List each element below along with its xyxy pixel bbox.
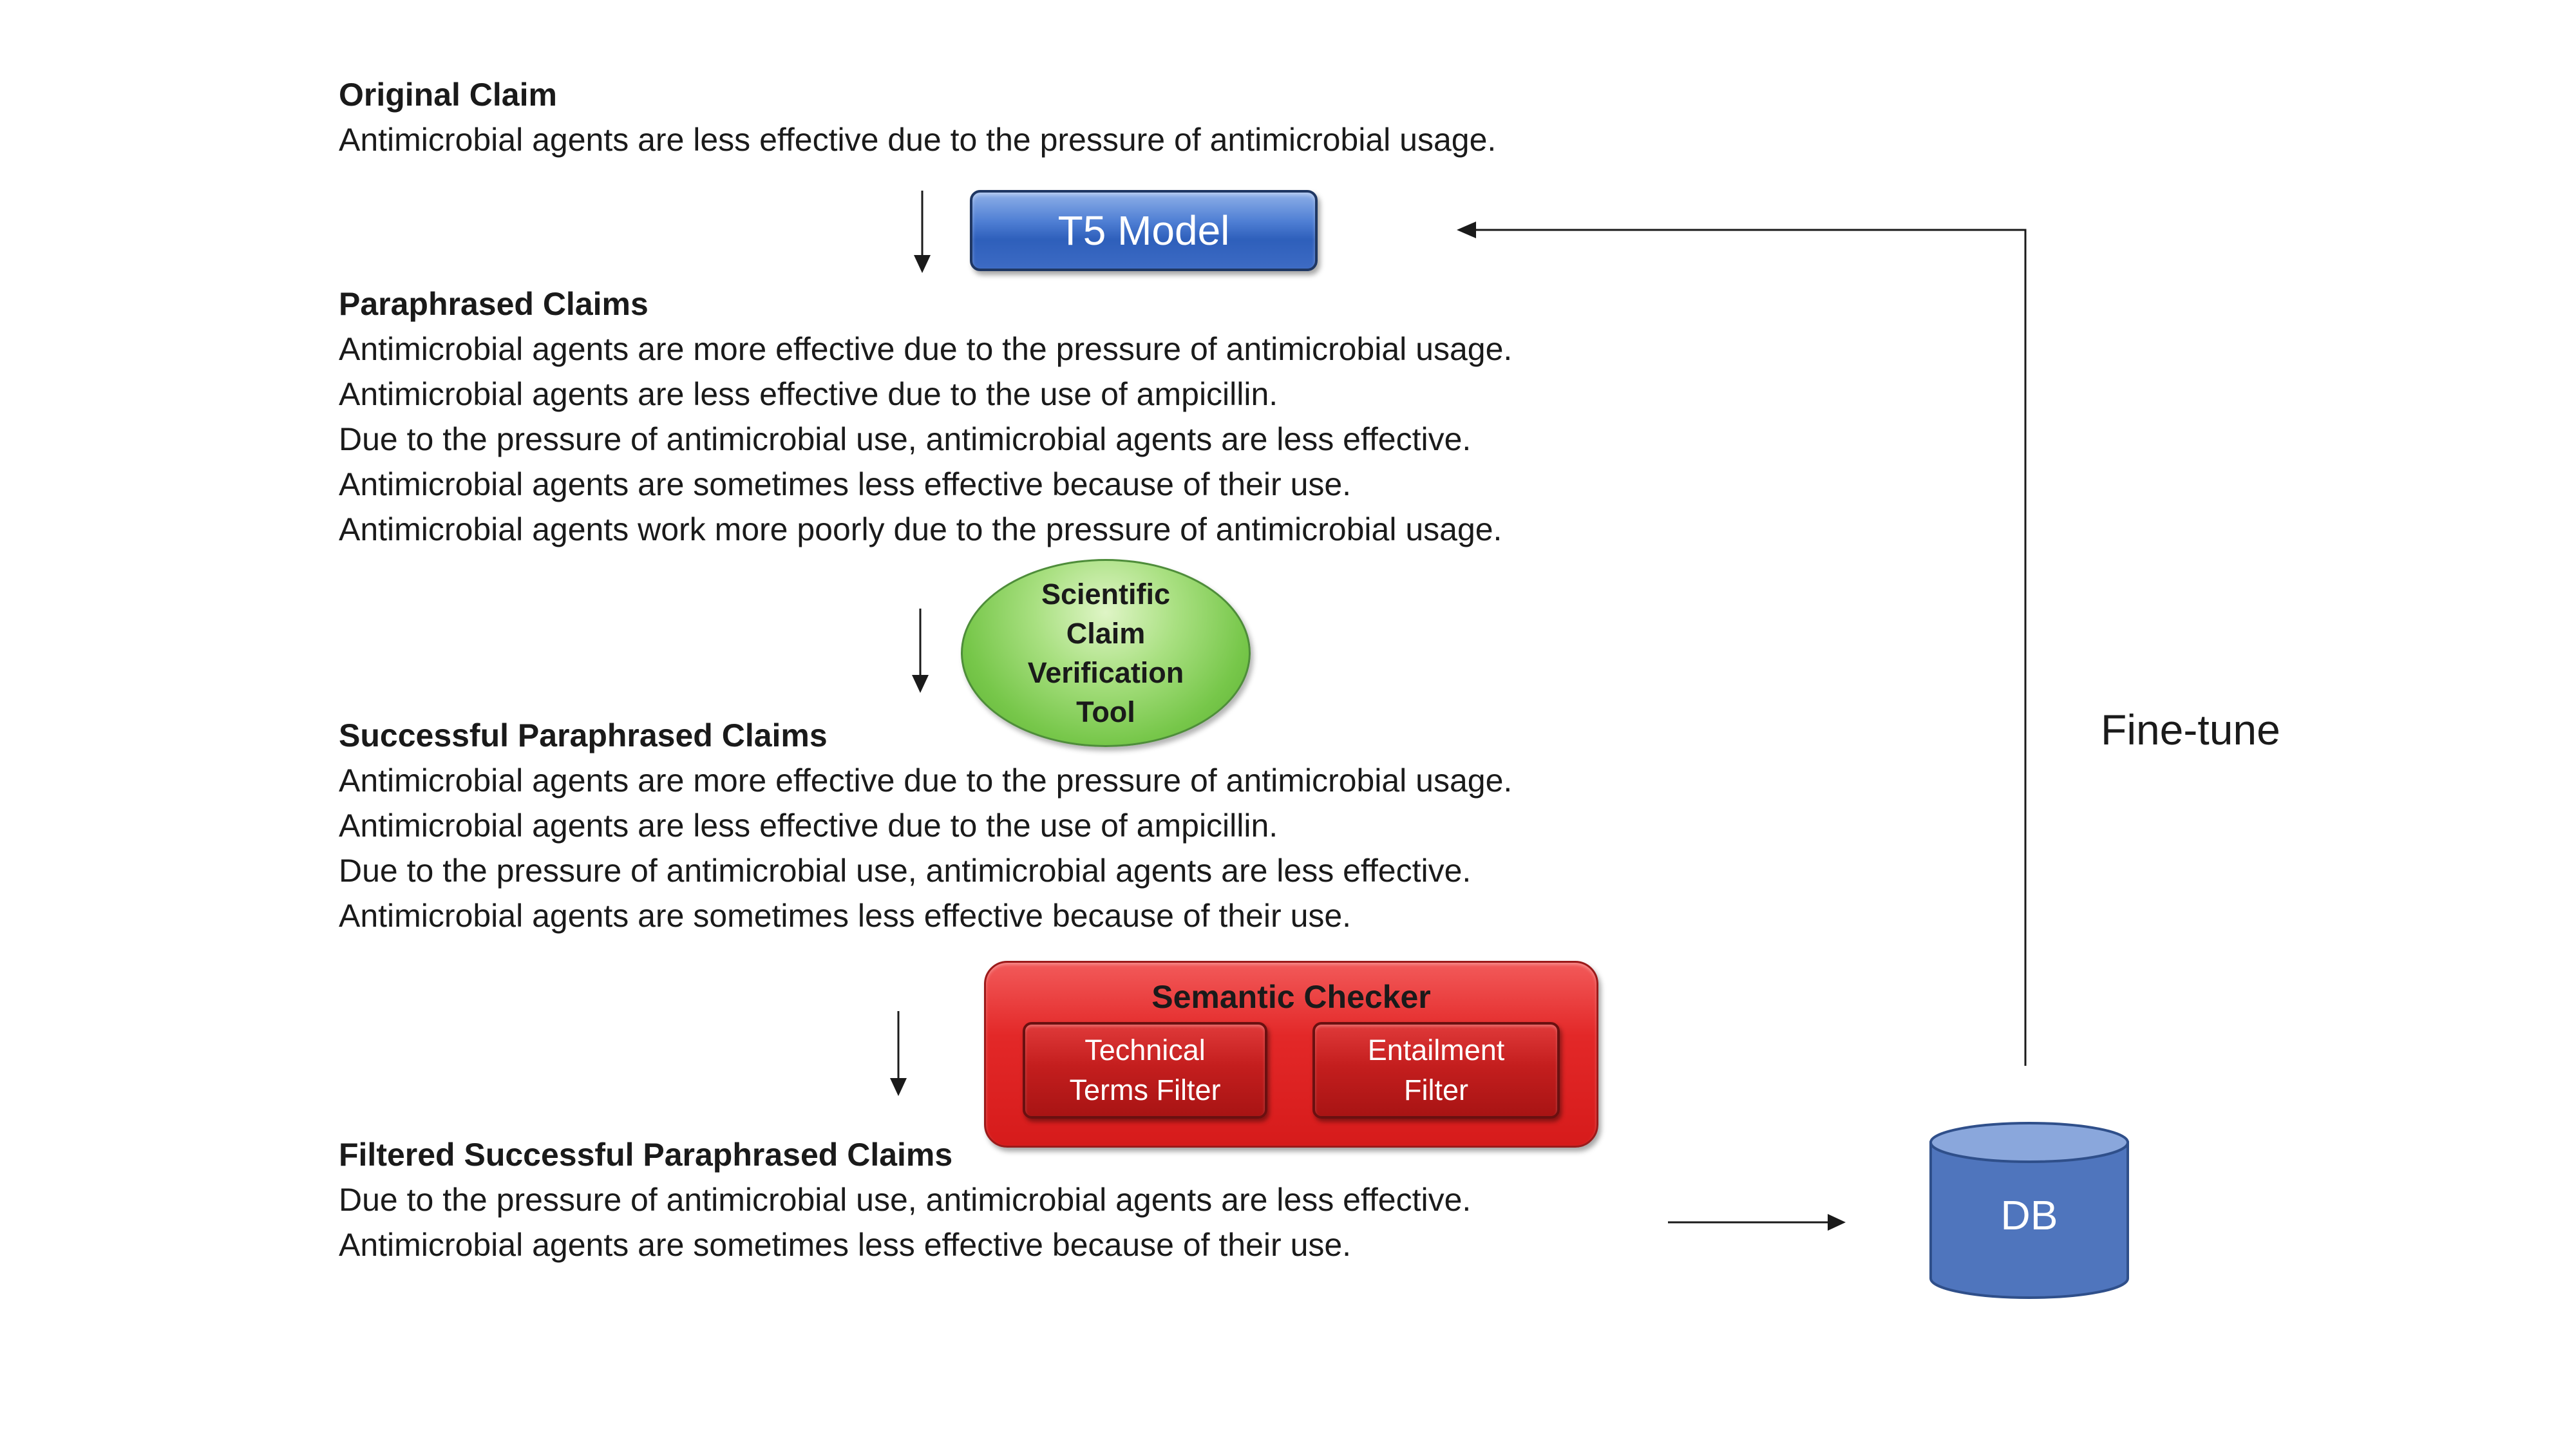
- arrow-db-to-t5-feedback: [1473, 229, 2027, 1066]
- db-label: DB: [2000, 1192, 2058, 1238]
- verification-tool-line: Scientific: [1041, 578, 1171, 611]
- successful-claim-line: Antimicrobial agents are less effective …: [339, 808, 1278, 844]
- filtered-claims-section: Filtered Successful Paraphrased Claims D…: [339, 1132, 1471, 1267]
- paraphrased-claims-section: Paraphrased Claims Antimicrobial agents …: [339, 281, 1512, 552]
- technical-filter-line: Technical: [1084, 1034, 1206, 1066]
- arrowhead-1: [914, 255, 931, 273]
- fine-tune-label: Fine-tune: [2101, 706, 2280, 753]
- paraphrased-claim-line: Antimicrobial agents are more effective …: [339, 331, 1513, 367]
- paraphrased-claim-line: Antimicrobial agents are less effective …: [339, 376, 1278, 412]
- successful-claim-line: Antimicrobial agents are sometimes less …: [339, 898, 1352, 934]
- filtered-claim-line: Antimicrobial agents are sometimes less …: [339, 1227, 1352, 1263]
- arrowhead-2: [912, 675, 929, 693]
- arrowhead-3: [890, 1078, 907, 1096]
- arrowhead-4: [1828, 1214, 1846, 1231]
- technical-terms-filter-box: Technical Terms Filter: [1023, 1022, 1267, 1119]
- successful-claim-line: Due to the pressure of antimicrobial use…: [339, 853, 1472, 889]
- verification-tool-line: Verification: [1027, 656, 1184, 689]
- paraphrased-claims-heading: Paraphrased Claims: [339, 286, 649, 322]
- t5-model-box: T5 Model: [970, 190, 1318, 271]
- entailment-filter-line: Filter: [1403, 1074, 1468, 1106]
- paraphrased-claim-line: Due to the pressure of antimicrobial use…: [339, 421, 1472, 457]
- successful-claims-section: Successful Paraphrased Claims Antimicrob…: [339, 713, 1512, 938]
- verification-tool-ellipse: Scientific Claim Verification Tool: [961, 559, 1251, 747]
- db-cylinder: [1929, 1122, 2129, 1299]
- filtered-claim-line: Due to the pressure of antimicrobial use…: [339, 1182, 1472, 1218]
- verification-tool-line: Claim: [1066, 617, 1146, 650]
- verification-tool-line: Tool: [1076, 696, 1135, 728]
- arrowhead-5: [1457, 222, 1476, 238]
- paraphrased-claim-line: Antimicrobial agents are sometimes less …: [339, 466, 1352, 502]
- original-claim-line: Antimicrobial agents are less effective …: [339, 122, 1497, 158]
- successful-claims-heading: Successful Paraphrased Claims: [339, 717, 828, 753]
- t5-model-label: T5 Model: [1057, 207, 1230, 254]
- filtered-claims-heading: Filtered Successful Paraphrased Claims: [339, 1137, 953, 1173]
- technical-filter-line: Terms Filter: [1069, 1074, 1221, 1106]
- semantic-checker-box: Semantic Checker Technical Terms Filter …: [984, 961, 1598, 1148]
- paraphrased-claim-line: Antimicrobial agents work more poorly du…: [339, 511, 1502, 547]
- original-claim-heading: Original Claim: [339, 77, 557, 113]
- entailment-filter-line: Entailment: [1367, 1034, 1505, 1066]
- entailment-filter-box: Entailment Filter: [1312, 1022, 1560, 1119]
- semantic-checker-title: Semantic Checker: [1151, 979, 1431, 1015]
- original-claim-section: Original Claim Antimicrobial agents are …: [339, 72, 1496, 162]
- successful-claim-line: Antimicrobial agents are more effective …: [339, 762, 1513, 799]
- verification-tool-label: Scientific Claim Verification Tool: [1028, 574, 1184, 732]
